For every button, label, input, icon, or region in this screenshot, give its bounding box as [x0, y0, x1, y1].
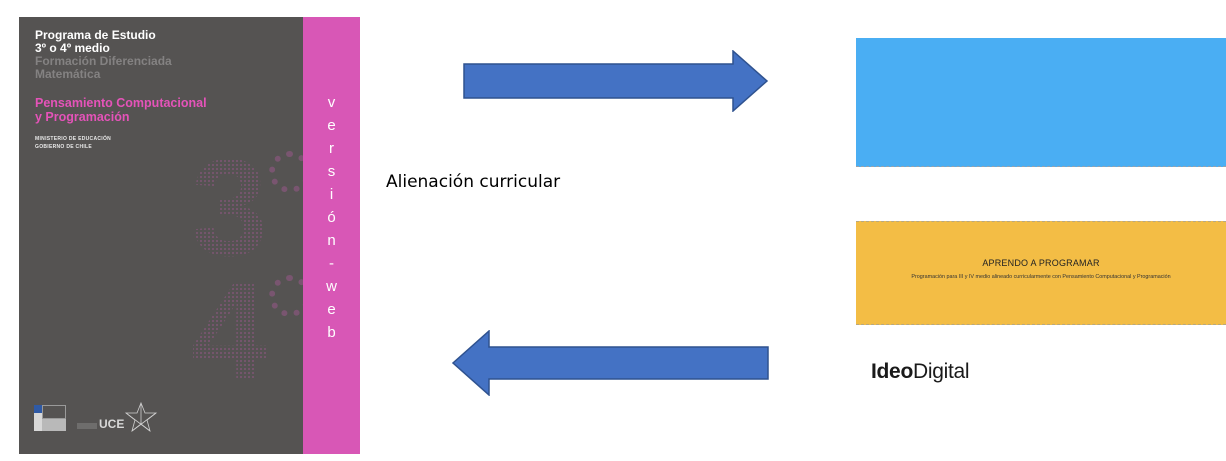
- left-arrow-icon: [451, 330, 769, 396]
- cover-title-line: Matemática: [35, 67, 101, 81]
- cover-grade-number: 4: [191, 255, 268, 409]
- vertical-text-char: b: [327, 324, 336, 341]
- cover-grade-number: 3: [191, 131, 268, 285]
- vertical-text-char: i: [329, 186, 334, 203]
- cover-ministry-line: MINISTERIO DE EDUCACIÓN: [35, 136, 112, 142]
- logo-part-digital: Digital: [912, 360, 970, 383]
- vertical-text-char: e: [327, 301, 336, 318]
- star-network-icon: [124, 401, 158, 433]
- cover-title-line: 3º o 4º medio: [35, 41, 110, 55]
- government-logo-icon: [34, 405, 66, 431]
- study-program-cover: Programa de Estudio 3º o 4º medio Formac…: [19, 17, 360, 454]
- blue-platform-banner: [856, 38, 1226, 167]
- banner-title: APRENDO A PROGRAMAR: [982, 258, 1100, 268]
- vertical-text-char: s: [327, 163, 336, 180]
- vertical-text-char: v: [327, 94, 336, 111]
- vertical-text-char: r: [329, 140, 334, 157]
- aprendo-a-programar-banner: APRENDO A PROGRAMAR Programación para II…: [856, 221, 1226, 325]
- uce-lines-icon: [77, 423, 97, 429]
- logo-part-ideo: Ideo: [871, 360, 913, 383]
- ideodigital-logo: IdeoDigital: [871, 360, 970, 384]
- cover-subject-line: y Programación: [35, 110, 130, 124]
- cover-subject-line: Pensamiento Computacional: [35, 96, 207, 110]
- vertical-text-char: -: [329, 255, 334, 272]
- uce-logo-text: UCE: [99, 417, 125, 431]
- cover-title-line: Programa de Estudio: [35, 28, 156, 42]
- cover-ministry-line: GOBIERNO DE CHILE: [35, 144, 93, 150]
- curricular-alignment-label: Alienación curricular: [386, 172, 561, 192]
- vertical-text-char: w: [326, 278, 337, 295]
- vertical-text-char: n: [327, 232, 336, 249]
- cover-side-band: v e r s i ó n - w e b: [303, 17, 360, 454]
- cover-title-line: Formación Diferenciada: [35, 54, 172, 68]
- banner-subtitle: Programación para III y IV medio alinead…: [911, 274, 1171, 280]
- right-arrow-icon: [463, 50, 769, 112]
- vertical-text-char: e: [327, 117, 336, 134]
- vertical-text-char: ó: [327, 209, 336, 226]
